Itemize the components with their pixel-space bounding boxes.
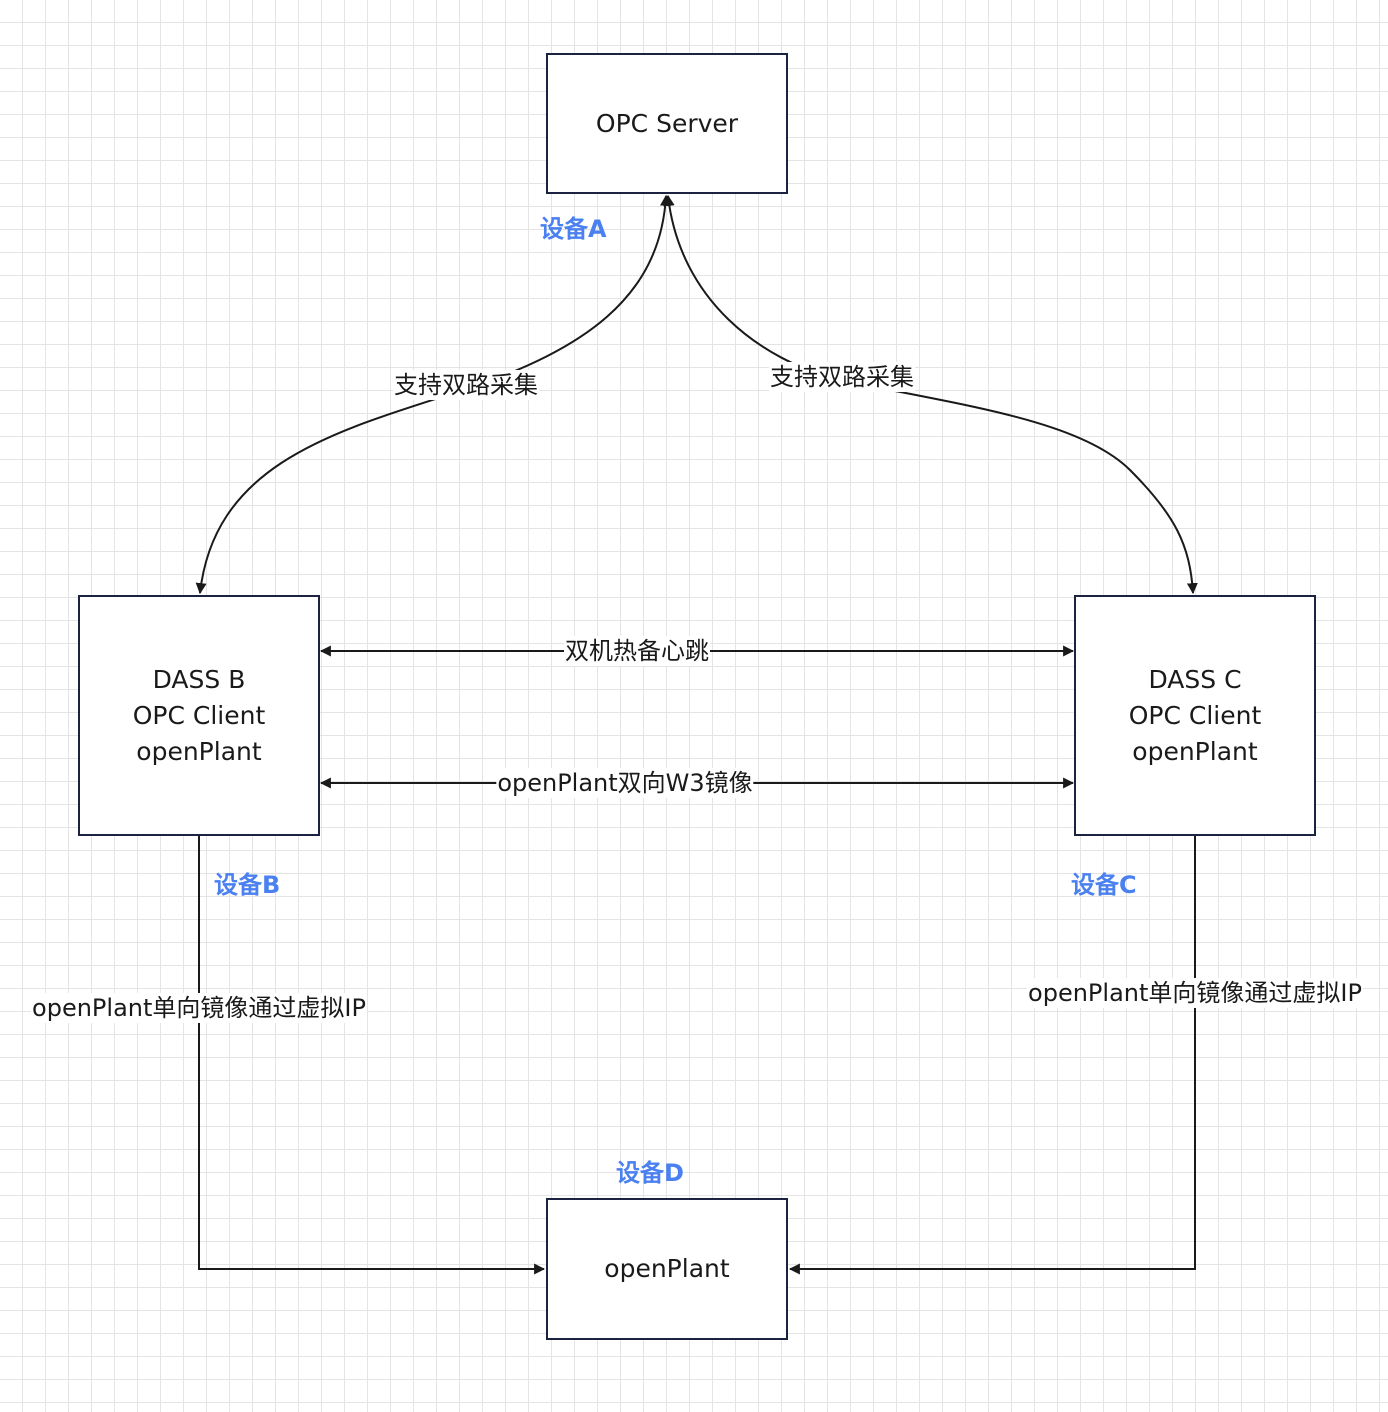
node-dass-c-software: openPlant <box>1132 736 1258 766</box>
node-openplant[interactable]: openPlant <box>546 1198 788 1340</box>
edge-b-to-d[interactable] <box>198 836 546 1275</box>
node-dass-c-role: OPC Client <box>1128 700 1262 730</box>
node-dass-b-software: openPlant <box>136 736 262 766</box>
node-dass-c[interactable]: DASS C OPC Client openPlant <box>1074 595 1316 836</box>
edge-label-c-to-d: openPlant单向镜像通过虚拟IP <box>1027 978 1363 1008</box>
node-openplant-label: openPlant <box>604 1254 730 1283</box>
edge-label-heartbeat: 双机热备心跳 <box>564 636 710 666</box>
edge-label-server-to-c: 支持双路采集 <box>769 362 915 392</box>
device-tag-a: 设备A <box>540 215 607 243</box>
edge-label-server-to-b: 支持双路采集 <box>393 370 539 400</box>
edge-c-to-d[interactable] <box>788 836 1196 1275</box>
device-tag-d: 设备D <box>616 1159 684 1187</box>
device-tag-c: 设备C <box>1071 871 1137 899</box>
edge-label-b-to-d: openPlant单向镜像通过虚拟IP <box>31 993 367 1023</box>
edge-label-w3-mirror: openPlant双向W3镜像 <box>496 768 754 798</box>
node-dass-b[interactable]: DASS B OPC Client openPlant <box>78 595 320 836</box>
node-dass-b-name: DASS B <box>152 664 246 694</box>
node-dass-b-role: OPC Client <box>132 700 266 730</box>
node-dass-c-name: DASS C <box>1148 664 1242 694</box>
node-opc-server-label: OPC Server <box>595 108 739 138</box>
edge-server-to-c[interactable] <box>663 194 1198 595</box>
device-tag-b: 设备B <box>214 871 281 899</box>
node-opc-server[interactable]: OPC Server <box>546 53 788 194</box>
